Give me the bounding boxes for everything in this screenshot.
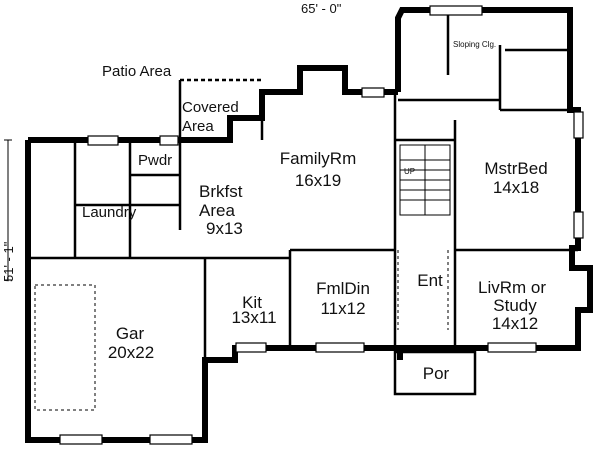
- brkfst-label: Brkfst: [199, 182, 243, 201]
- ent-label: Ent: [417, 271, 443, 290]
- livrm-label: LivRm or: [478, 278, 547, 297]
- pwdr-label: Pwdr: [138, 152, 173, 169]
- overall-width-dimension: 65' - 0": [301, 1, 342, 16]
- familyrm-size: 16x19: [294, 171, 342, 190]
- kit-label: Kit: [242, 293, 262, 312]
- brkfst-size: 9x13: [206, 219, 243, 238]
- sloping-ceiling-label: Sloping Clg.: [453, 40, 497, 49]
- gar-label: Gar: [115, 324, 145, 343]
- por-label: Por: [422, 364, 450, 383]
- familyrm-label: FamilyRm: [279, 149, 357, 168]
- livrm-label-2: Study: [493, 296, 537, 315]
- stairs: [399, 144, 451, 216]
- overall-depth-dimension: 51' - 1": [1, 241, 16, 282]
- livrm-size: 14x12: [491, 314, 539, 333]
- kit-size: 13x11: [231, 308, 277, 327]
- brkfst-label-2: Area: [199, 201, 235, 220]
- fmldin-size: 11x12: [320, 299, 366, 318]
- fmldin-label: FmlDin: [316, 279, 370, 298]
- interior-walls: [28, 10, 578, 396]
- covered-area-label: Covered: [182, 99, 239, 116]
- windows: [59, 5, 584, 445]
- laundry-label: Laundry: [82, 204, 137, 221]
- dimension-lines: [4, 139, 12, 281]
- stair-up-label: UP: [404, 167, 416, 176]
- mstrbed-label: MstrBed: [484, 159, 548, 178]
- patio-area-label: Patio Area: [102, 63, 172, 80]
- covered-area-label-2: Area: [182, 118, 214, 135]
- dashed-lines: [34, 250, 449, 411]
- mstrbed-size: 14x18: [492, 178, 540, 197]
- gar-size: 20x22: [107, 343, 155, 362]
